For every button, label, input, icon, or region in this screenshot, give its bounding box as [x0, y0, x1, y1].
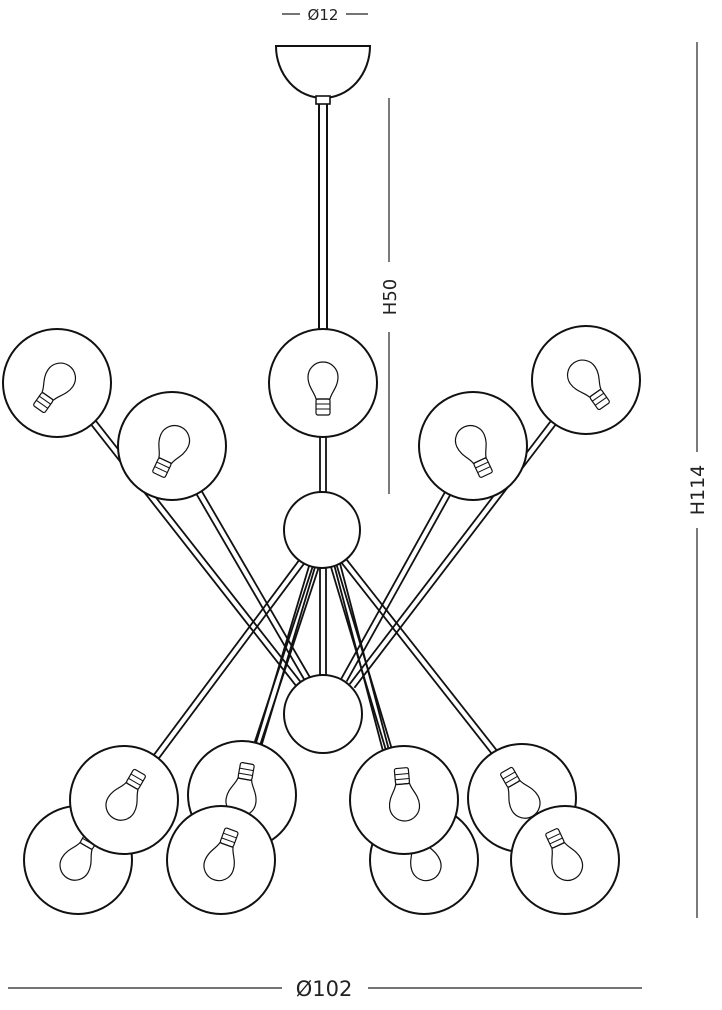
globe-bottom-left-inner [166, 805, 276, 915]
overall-diameter-label: Ø102 [296, 977, 353, 1001]
globe-top-right-outer [531, 325, 641, 435]
globe-top-right-inner [418, 391, 528, 501]
lower-hub [283, 674, 363, 754]
suspension-rod [318, 104, 328, 330]
total-height-dimension: H114 [687, 42, 709, 918]
drop-height-dimension: H50 [380, 98, 401, 494]
globe-bottom-right-inner [349, 745, 459, 855]
globe-top-center [268, 328, 378, 438]
globe-bottom-right-outer [510, 805, 620, 915]
drop-height-label: H50 [380, 279, 401, 315]
ceiling-canopy [274, 45, 372, 105]
globe-top-left-outer [2, 328, 112, 438]
globe-top-left-inner [117, 391, 227, 501]
canopy-diameter-dimension: Ø12 [282, 6, 368, 24]
overall-diameter-dimension: Ø102 [8, 977, 642, 1001]
arm-lower-left-mid [248, 558, 322, 762]
chandelier-globes [2, 325, 641, 915]
chandelier-hubs [283, 491, 363, 754]
globe-bottom-left-outer [69, 745, 179, 855]
arm-upper-left-outer [56, 377, 304, 689]
canopy-diameter-label: Ø12 [308, 6, 339, 24]
upper-hub [283, 491, 361, 569]
total-height-label: H114 [687, 465, 709, 516]
arm-upper-right-outer [348, 377, 590, 689]
